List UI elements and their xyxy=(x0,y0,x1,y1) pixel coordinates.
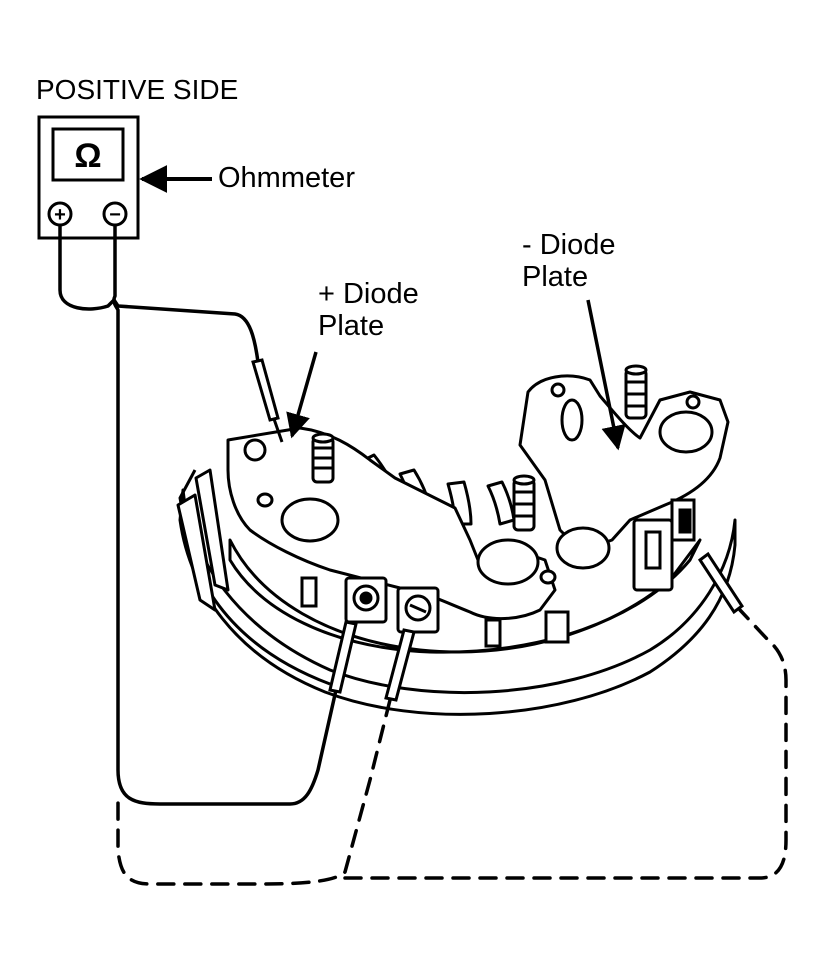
terminal-side xyxy=(632,498,696,592)
terminal-left xyxy=(344,576,388,624)
probes xyxy=(251,358,745,702)
lower-post-2 xyxy=(484,618,502,648)
slot-hole xyxy=(560,398,584,442)
ohmmeter: Ω + − xyxy=(37,115,140,240)
rivet-1 xyxy=(256,492,274,508)
negative-diode-plate xyxy=(518,374,730,570)
side-fin-1 xyxy=(176,493,217,612)
positive-plate-label-line2: Plate xyxy=(318,310,385,342)
diode-stud-1 xyxy=(311,432,335,484)
positive-plate-label-line1: + Diode xyxy=(318,278,419,310)
positive-terminal-sign: + xyxy=(54,204,66,226)
diode-studs xyxy=(300,364,648,648)
positive-plate-pointer-arrow xyxy=(286,351,318,439)
plate-hole-large-4 xyxy=(555,526,611,570)
probe-side-terminal xyxy=(697,551,745,615)
positive-plate-body xyxy=(226,426,557,621)
ohmmeter-display xyxy=(51,127,125,182)
negative-plate-label-line2: Plate xyxy=(522,261,589,293)
plate-hole-large-3 xyxy=(658,410,714,454)
cooling-fin-4 xyxy=(486,480,516,526)
negative-lead-wire xyxy=(112,224,338,806)
positive-lead-wire xyxy=(58,224,260,364)
negative-plate-label-line1: - Diode xyxy=(522,229,616,261)
test-leads xyxy=(58,224,338,806)
rivet-4 xyxy=(685,394,701,410)
terminals xyxy=(344,498,696,634)
probe-left-terminal xyxy=(328,620,358,694)
dashed-lead-wire xyxy=(116,608,788,886)
diode-stud-3 xyxy=(624,364,648,420)
ohm-symbol: Ω xyxy=(74,137,101,175)
negative-terminal-sign: − xyxy=(109,204,121,226)
housing-ring xyxy=(178,488,737,716)
positive-diode-plate xyxy=(226,426,557,621)
plate-hole-large-2 xyxy=(476,538,540,586)
probe-positive-plate xyxy=(251,358,280,422)
rivet-3 xyxy=(550,382,566,398)
rivet-2 xyxy=(539,569,557,585)
probe-right-terminal xyxy=(384,628,416,702)
plate-hole-large-1 xyxy=(280,497,340,543)
diagram-title: POSITIVE SIDE xyxy=(36,74,239,105)
plate-hole-small-1 xyxy=(243,438,267,462)
negative-plate-pointer-arrow xyxy=(586,299,626,451)
cooling-fin-3 xyxy=(446,480,473,526)
ohmmeter-label: Ohmmeter xyxy=(218,162,355,194)
lower-post-1 xyxy=(300,576,318,608)
lower-post-3 xyxy=(544,610,570,644)
probe-tip-1 xyxy=(272,418,284,443)
side-fin-2 xyxy=(194,468,230,592)
diode-stud-2 xyxy=(512,474,536,532)
terminal-right xyxy=(396,586,440,634)
